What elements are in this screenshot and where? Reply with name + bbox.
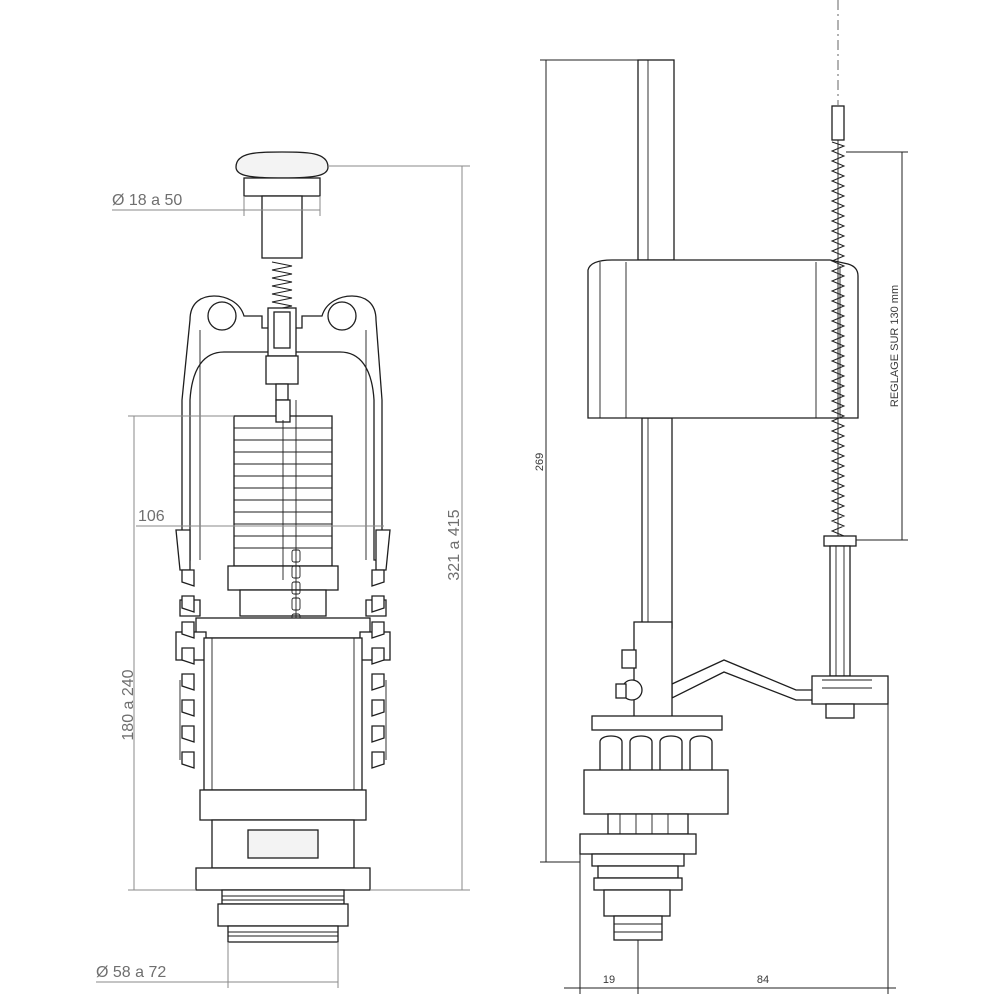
crown-tooth	[629, 735, 653, 770]
dim-flush-width: 106	[138, 508, 165, 525]
fill-tube	[637, 59, 675, 629]
bell-tooth	[181, 699, 195, 717]
bell-tooth	[371, 725, 385, 743]
push-button	[235, 151, 329, 259]
bell-tooth	[181, 751, 195, 769]
stem-spring	[271, 261, 293, 311]
dim-flush-total-height: 321 a 415	[446, 509, 463, 580]
dim-offset-small: 19	[603, 974, 615, 986]
fill-valve-drawing: 269 REGLAGE SUR 130 mm 19 84	[534, 0, 908, 994]
dim-flush-adjust-height: 180 a 240	[120, 669, 137, 740]
chain-link	[291, 565, 301, 579]
bell-tooth	[371, 569, 385, 587]
crown-tooth	[659, 735, 683, 770]
chain-link	[291, 549, 301, 563]
valve-body	[579, 621, 729, 941]
bell-tooth	[181, 673, 195, 691]
chain-link	[291, 581, 301, 595]
bell-tooth	[371, 621, 385, 639]
bell-tooth	[371, 595, 385, 613]
bell-tooth	[371, 673, 385, 691]
dim-base-diameter: Ø 58 a 72	[96, 964, 166, 981]
dim-pushbutton-diameter: Ø 18 a 50	[112, 192, 182, 209]
threaded-rod	[823, 105, 857, 677]
fill-dimensions: 269 REGLAGE SUR 130 mm 19 84	[534, 59, 908, 994]
crown-tooth	[599, 735, 623, 770]
stem-connector	[265, 307, 299, 401]
valve-bell	[175, 569, 391, 791]
lever-arm	[671, 659, 889, 719]
dim-offset-large: 84	[757, 974, 769, 986]
bell-tooth	[181, 725, 195, 743]
rod-thread-coil	[830, 141, 846, 537]
fill-float	[587, 259, 859, 419]
bell-tooth	[181, 647, 195, 665]
dim-adjust-range: REGLAGE SUR 130 mm	[889, 285, 901, 407]
bell-tooth	[181, 595, 195, 613]
flush-valve-drawing: Ø 18 a 50 106 180 a 240 321 a 415 Ø 58 a…	[96, 151, 470, 988]
bell-tooth	[371, 751, 385, 769]
bell-tooth	[181, 569, 195, 587]
chain-link	[291, 597, 301, 611]
dim-fill-height: 269	[534, 453, 546, 471]
bell-tooth	[181, 621, 195, 639]
valve-base	[195, 789, 371, 943]
bell-tooth	[371, 647, 385, 665]
bell-tooth	[371, 699, 385, 717]
flush-dimensions: Ø 18 a 50 106 180 a 240 321 a 415 Ø 58 a…	[96, 165, 470, 988]
crown-tooth	[689, 735, 713, 770]
